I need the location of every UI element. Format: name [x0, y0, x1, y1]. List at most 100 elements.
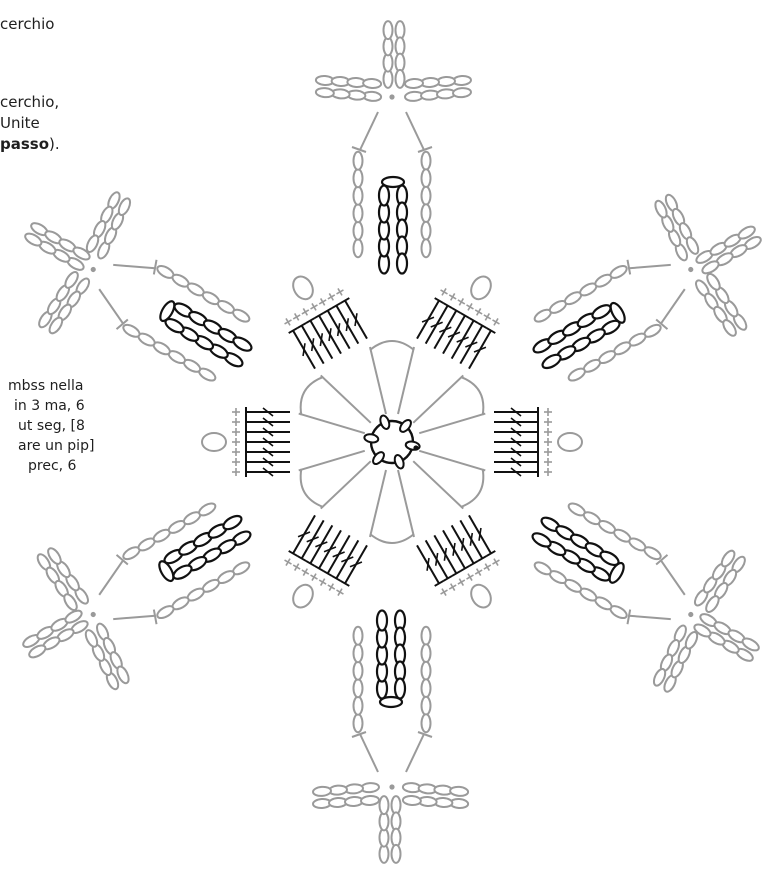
stem-line: [652, 289, 694, 324]
chain-stitch-oval: [422, 239, 431, 257]
double-crochet-bar: [350, 558, 362, 571]
picot-loop: [289, 273, 317, 303]
double-crochet-bar: [457, 538, 469, 551]
chain-stitch-oval: [393, 454, 405, 470]
dc-cluster: [494, 407, 582, 477]
chain-arch: [370, 534, 414, 543]
spoke-line: [405, 375, 471, 422]
chain-stitch-oval: [422, 222, 431, 240]
slip-stitch-dot: [389, 94, 394, 99]
chain-stitch-oval: [450, 786, 469, 796]
spoke-line: [313, 461, 379, 508]
chain-stitch-oval: [354, 239, 363, 257]
chain-stitch-oval: [422, 627, 431, 645]
chain-stitch-oval: [354, 222, 363, 240]
spoke-line: [370, 347, 386, 414]
chain-stitch-oval: [171, 563, 193, 582]
double-crochet-bar: [315, 333, 327, 346]
chain-arch: [461, 469, 491, 512]
chain-stitch-oval: [453, 87, 472, 97]
double-crochet-bar: [341, 318, 353, 331]
slip-stitch-dot: [413, 445, 418, 450]
stem-line: [629, 249, 671, 284]
double-crochet-bar: [298, 528, 310, 541]
center-ring: [364, 414, 421, 469]
chain-stitch-oval: [540, 352, 562, 371]
picot-loop: [467, 273, 495, 303]
dc-cluster: [202, 407, 290, 477]
double-crochet-bar: [439, 323, 451, 336]
double-crochet-bar: [307, 533, 319, 546]
double-crochet-bar: [341, 553, 353, 566]
slip-stitch-dot: [687, 266, 694, 273]
chain-stitch-oval: [567, 366, 587, 383]
chain-stitch-oval: [354, 187, 363, 205]
chain-stitch-oval: [422, 644, 431, 662]
chain-stitch-oval: [530, 531, 552, 550]
stem-line: [90, 560, 132, 595]
chain-stitch-oval: [422, 679, 431, 697]
slip-stitch-dot: [90, 266, 97, 273]
chain-stitch-oval: [354, 679, 363, 697]
double-crochet-bar: [422, 313, 434, 326]
chain-stitch-oval: [405, 78, 424, 88]
chain-stitch-oval: [422, 169, 431, 187]
double-crochet-bar: [333, 548, 345, 561]
picot-loop: [558, 433, 582, 451]
chain-stitch-oval: [313, 786, 332, 796]
picot-loop: [467, 581, 495, 611]
chain-stitch-oval: [392, 845, 401, 863]
slip-stitch-dot: [687, 611, 694, 618]
chain-stitch-oval: [643, 545, 663, 562]
chain-arch: [370, 341, 414, 350]
chain-stitch-oval: [354, 152, 363, 170]
chain-stitch-oval: [397, 254, 407, 274]
chain-stitch-oval: [354, 204, 363, 222]
double-crochet-bar: [474, 528, 486, 541]
chain-stitch-oval: [155, 604, 175, 621]
chain-stitch-oval: [422, 152, 431, 170]
double-crochet-bar: [465, 533, 477, 546]
double-crochet-bar: [298, 343, 310, 356]
chain-arch: [461, 372, 491, 415]
chain-stitch-oval: [231, 307, 251, 324]
chain-stitch-oval: [422, 714, 431, 732]
picot-loop: [289, 581, 317, 611]
stem-line: [360, 734, 378, 772]
spoke-line: [398, 347, 414, 414]
stem-line: [113, 600, 155, 635]
double-crochet-bar: [474, 343, 486, 356]
stem-line: [406, 734, 424, 772]
chain-stitch-oval: [354, 169, 363, 187]
chain-stitch-oval: [354, 714, 363, 732]
spoke-line: [370, 470, 386, 537]
double-crochet-bar: [431, 318, 443, 331]
chain-stitch-oval: [590, 302, 612, 321]
stem-line: [90, 289, 132, 324]
picot-loop: [202, 433, 226, 451]
double-crochet-bar: [448, 543, 460, 556]
chain-stitch-oval: [380, 697, 402, 707]
chain-stitch-oval: [377, 611, 387, 631]
chain-stitch-oval: [354, 697, 363, 715]
chain-stitch-oval: [354, 627, 363, 645]
chain-stitch-oval: [395, 679, 405, 699]
chain-arch: [294, 372, 324, 415]
dc-cluster: [413, 513, 518, 624]
slip-stitch-dot: [389, 784, 394, 789]
chain-stitch-oval: [380, 796, 389, 814]
chain-stitch-oval: [396, 70, 405, 88]
snowflake-arm: [316, 21, 518, 414]
chain-stitch-oval: [197, 501, 217, 518]
snowflake-arm: [378, 165, 779, 536]
double-crochet-bar: [350, 313, 362, 326]
double-crochet-bar: [431, 553, 443, 566]
chain-stitch-oval: [354, 644, 363, 662]
double-crochet-bar: [315, 538, 327, 551]
spoke-line: [313, 375, 379, 422]
double-crochet-bar: [439, 548, 451, 561]
spoke-line: [405, 461, 471, 508]
snowflake-arm: [0, 347, 406, 718]
stem-line: [652, 560, 694, 595]
